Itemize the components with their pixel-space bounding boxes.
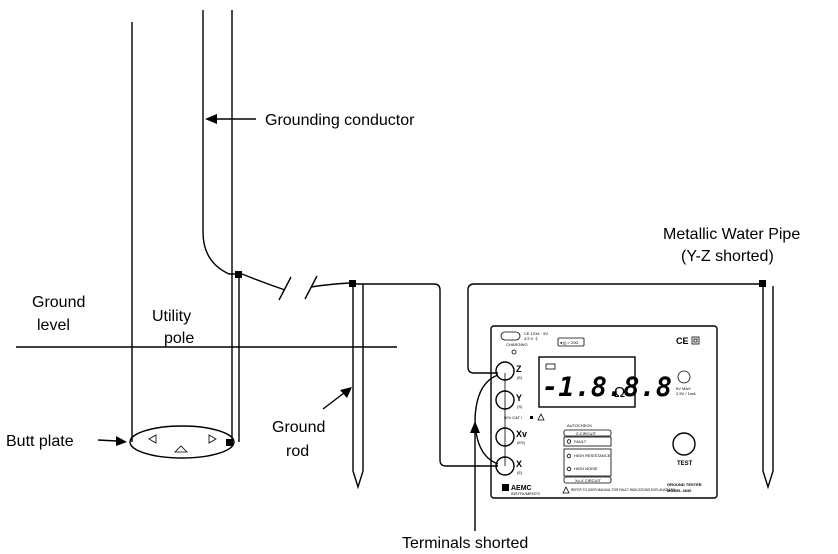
lcd-reading: -1.8.8.8: [542, 372, 672, 403]
test-button-label: TEST: [677, 461, 693, 467]
water-pipe-label-2: (Y-Z shorted): [681, 248, 774, 265]
pipe-to-z-wire: [467, 283, 762, 374]
terminals-shorted-label: Terminals shorted: [402, 535, 528, 552]
ground-rod-label-1: Ground: [272, 419, 325, 436]
grounding-conductor-wire: [202, 10, 237, 275]
utility-pole-label-1: Utility: [152, 308, 191, 325]
svg-text:5V MAX: 5V MAX: [676, 386, 691, 391]
shorted-jumper-top: [474, 374, 499, 421]
charging-label: CHARGING: [506, 342, 528, 347]
high-noise-label: HIGH NOISE: [574, 466, 598, 471]
grounding-conductor-arrow: [205, 114, 256, 124]
warning-text: REFER TO USER MANUAL FOR FAULT INDICATIO…: [571, 488, 675, 492]
continuity-indicator: ●))) > 20Ω: [560, 340, 578, 345]
autocheck-label: AUTOCHECK: [567, 423, 592, 428]
high-resistance-label: HIGH RESISTANCE: [574, 453, 611, 458]
grounding-conductor-label: Grounding conductor: [265, 112, 415, 129]
svg-text:4.5 V ⏚: 4.5 V ⏚: [524, 335, 538, 341]
xv-circuit-label: Xv-X CIRCUIT: [575, 478, 602, 483]
terminal-y-sub: (S): [517, 404, 523, 409]
ground-rod: [349, 280, 364, 490]
svg-text:2.5V / 1mA: 2.5V / 1mA: [676, 391, 696, 396]
butt-plate-label: Butt plate: [6, 433, 74, 450]
utility-pole: [131, 10, 233, 442]
water-pipe-label-1: Metallic Water Pipe: [663, 226, 800, 243]
brand-sub: INSTRUMENTS: [511, 491, 540, 496]
ground-tester: CE 1234 · 9V 4.5 V ⏚ CHARGING ●))) > 20Ω…: [490, 325, 718, 499]
test-button[interactable]: [672, 432, 696, 456]
z-circuit-label: Z-CIRCUIT: [576, 431, 597, 436]
lcd-display: [538, 356, 636, 408]
terminal-y-label: Y: [516, 393, 522, 403]
terminal-x-label: X: [516, 459, 522, 469]
svg-text:CE 1234 · 9V: CE 1234 · 9V: [524, 331, 548, 336]
bonding-wire: [241, 273, 351, 301]
shorted-jumper-bottom: [474, 419, 499, 465]
terminal-xv-sub: (ES): [517, 440, 526, 445]
pole-connector: [235, 271, 242, 278]
ground-level-label-2: level: [37, 317, 70, 334]
terminals-shorted-arrow: [470, 421, 480, 531]
utility-pole-label-2: pole: [164, 330, 194, 347]
cat-rating: 50V CAT I: [504, 415, 522, 420]
terminal-xv: [495, 427, 515, 447]
brand-logo: AEMC: [511, 485, 532, 492]
terminal-z-sub: (E): [517, 375, 523, 380]
terminal-x: [495, 456, 515, 476]
terminal-x-sub: (E): [517, 470, 523, 475]
fault-label: FAULT: [574, 439, 587, 444]
model-line-2: MODEL 4630: [667, 488, 692, 493]
lcd-unit: Ω: [614, 384, 625, 401]
butt-plate-connector: [226, 439, 233, 446]
terminal-z-label: Z: [516, 364, 522, 374]
rod-to-x-wire: [356, 283, 498, 467]
terminal-xv-label: Xv: [516, 429, 527, 439]
ground-rod-label-2: rod: [286, 443, 309, 460]
butt-plate: [129, 425, 235, 459]
model-line-1: GROUND TESTER: [667, 482, 702, 487]
ground-level-label-1: Ground: [32, 294, 85, 311]
terminal-z: [495, 361, 515, 381]
ce-mark: CE: [676, 336, 689, 346]
butt-plate-arrow: [97, 436, 127, 446]
ground-rod-arrow: [322, 387, 352, 410]
terminal-y: [495, 390, 515, 410]
water-pipe: [759, 280, 774, 490]
